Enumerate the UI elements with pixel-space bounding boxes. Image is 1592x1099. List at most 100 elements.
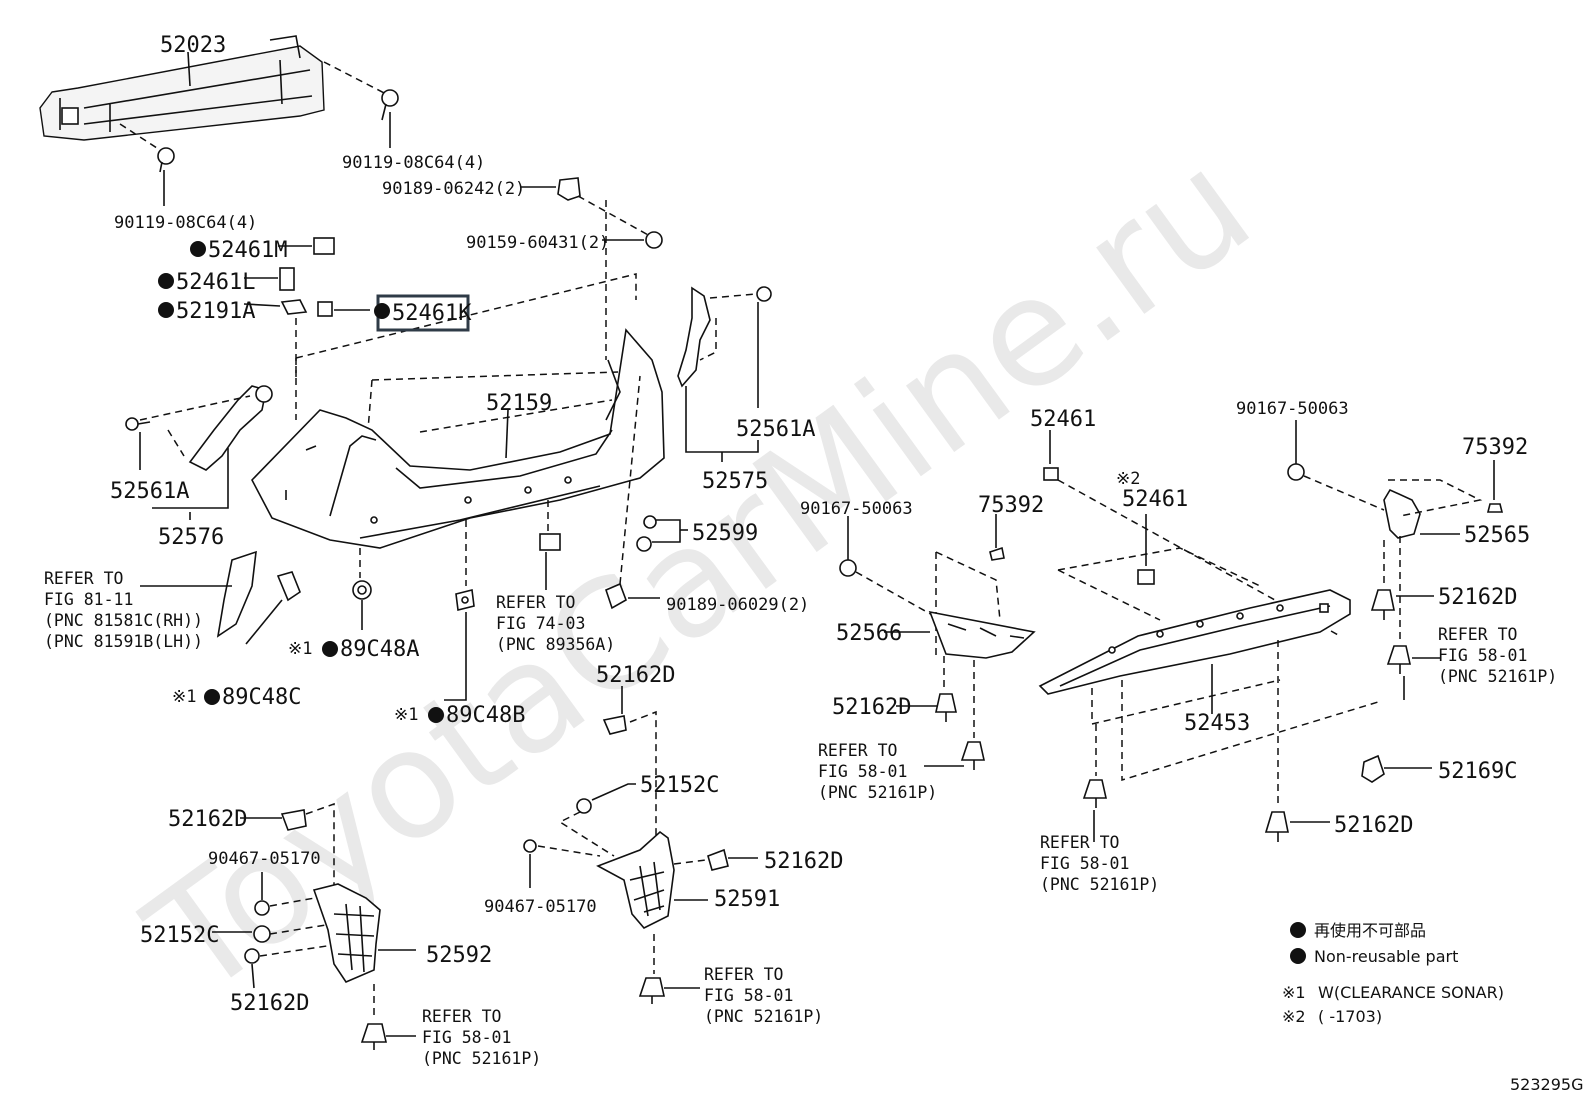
legend-dot-en	[1290, 948, 1306, 964]
part-52566-moulding	[928, 610, 1036, 659]
clip-52161P-center	[638, 977, 665, 1004]
ref-58-01-c-line3: (PNC 52161P)	[704, 1007, 823, 1026]
label-89C48C: 89C48C	[222, 685, 301, 710]
ref-fig-58-01-center: REFER TO FIG 58-01 (PNC 52161P)	[704, 965, 823, 1026]
label-52152C-center: 52152C	[640, 773, 719, 798]
label-52162D-center: 52162D	[596, 663, 675, 688]
label-75392-middle: 75392	[978, 493, 1044, 518]
screw-90467-center	[523, 839, 537, 853]
note-marks: ※1 ※1 ※1 ※2	[172, 469, 1140, 725]
legend-non-reusable: Non-reusable part	[1314, 947, 1458, 966]
ref-58-01-r-line2: FIG 58-01	[1438, 646, 1527, 665]
mark-x1-89C48B: ※1	[394, 705, 418, 725]
ref-81-11-line2: FIG 81-11	[44, 590, 133, 609]
label-52565: 52565	[1464, 523, 1530, 548]
label-90167-right: 90167-50063	[1236, 399, 1349, 419]
mark-x2-52461: ※2	[1116, 469, 1140, 489]
clip-52561A-left	[125, 417, 151, 431]
bolt-90119-lower	[157, 147, 175, 173]
ref-74-03-line2: FIG 74-03	[496, 614, 585, 633]
bolt-90167-middle	[839, 559, 857, 577]
ref-58-01-c-line1: REFER TO	[704, 965, 783, 984]
label-52162D-right1: 52162D	[1438, 585, 1517, 610]
ref-58-01-b-line3: (PNC 52161P)	[1040, 875, 1159, 894]
label-52162D-right2: 52162D	[1334, 813, 1413, 838]
part-52591-mudguard	[596, 830, 675, 929]
label-52461M: 52461M	[208, 238, 287, 263]
label-90167-middle: 90167-50063	[800, 499, 913, 519]
label-52591: 52591	[714, 887, 780, 912]
figure-code: 523295G	[1510, 1075, 1583, 1094]
ref-58-01-l-line2: FIG 58-01	[422, 1028, 511, 1047]
clip-52162D-center-top	[602, 715, 627, 735]
clip-90189-06029	[605, 582, 627, 610]
ref-58-01-m-line1: REFER TO	[818, 741, 897, 760]
pad-52461K	[317, 301, 333, 317]
label-90159: 90159-60431(2)	[466, 233, 609, 253]
label-75392-right: 75392	[1462, 435, 1528, 460]
ref-fig-81-11: REFER TO FIG 81-11 (PNC 81581C(RH)) (PNC…	[44, 569, 203, 651]
label-90467-center: 90467-05170	[484, 897, 597, 917]
clip-52599	[636, 515, 657, 552]
screw-90159	[645, 231, 663, 249]
label-52461L: 52461L	[176, 270, 255, 295]
ref-fig-58-01-bottom: REFER TO FIG 58-01 (PNC 52161P)	[1040, 833, 1159, 894]
legend-note1-text: W(CLEARANCE SONAR)	[1318, 983, 1504, 1002]
label-52561A-left: 52561A	[110, 479, 189, 504]
sensor-89C48C	[276, 571, 301, 602]
screw-90467-left	[254, 900, 270, 916]
label-52159: 52159	[486, 391, 552, 416]
clip-52162D-center-right	[707, 848, 729, 871]
pad-52461L	[279, 267, 295, 291]
label-52566: 52566	[836, 621, 902, 646]
pad-52191A	[280, 299, 308, 315]
bolt-90119-upper	[381, 89, 399, 121]
mark-x1-89C48A: ※1	[288, 639, 312, 659]
label-52191A: 52191A	[176, 299, 255, 324]
ref-58-01-m-line2: FIG 58-01	[818, 762, 907, 781]
label-90189-06242: 90189-06242(2)	[382, 179, 525, 199]
label-52461-a: 52461	[1030, 407, 1096, 432]
clip-52162D-left-bottom	[244, 948, 260, 964]
clip-52161P-left	[360, 1023, 387, 1050]
label-52162D-middle: 52162D	[832, 695, 911, 720]
clip-75392-middle	[989, 546, 1005, 561]
label-52576: 52576	[158, 525, 224, 550]
clip-90189-06242	[557, 177, 581, 201]
ref-58-01-l-line3: (PNC 52161P)	[422, 1049, 541, 1068]
label-52599: 52599	[692, 521, 758, 546]
label-52152C-left: 52152C	[140, 923, 219, 948]
pad-52461-a	[1043, 467, 1059, 481]
label-90119-upper: 90119-08C64(4)	[342, 153, 485, 173]
cap-52169C	[1361, 754, 1385, 783]
legend: 再使用不可部品 Non-reusable part ※1 W(CLEARANCE…	[1282, 921, 1504, 1026]
ref-fig-58-01-right: REFER TO FIG 58-01 (PNC 52161P)	[1438, 625, 1557, 686]
ref-74-03-line1: REFER TO	[496, 593, 575, 612]
part-52453-moulding	[1038, 589, 1351, 695]
sensor-89356A	[539, 533, 561, 551]
label-89C48A: 89C48A	[340, 637, 419, 662]
part-52575-bracket	[677, 286, 711, 388]
part-52565-bracket	[1383, 488, 1421, 539]
bolt-90167-right	[1287, 463, 1305, 481]
clip-52162D-middle	[935, 693, 957, 722]
part-52592-mudguard	[312, 883, 381, 983]
ref-81-11-line4: (PNC 81591B(LH))	[44, 632, 203, 651]
ref-58-01-r-line1: REFER TO	[1438, 625, 1517, 644]
clip-52161P-middle	[960, 741, 985, 770]
mark-x1-89C48C: ※1	[172, 687, 196, 707]
label-90189-06029: 90189-06029(2)	[666, 595, 809, 615]
label-52169C: 52169C	[1438, 759, 1517, 784]
sensor-89C48B	[455, 589, 475, 611]
pad-52461M	[313, 237, 335, 255]
label-52592: 52592	[426, 943, 492, 968]
pad-52461-b	[1137, 569, 1155, 585]
clip-52162D-right	[1370, 589, 1395, 620]
label-52461K: 52461K	[392, 301, 472, 326]
ref-fig-58-01-left: REFER TO FIG 58-01 (PNC 52161P)	[422, 1007, 541, 1068]
label-52023: 52023	[160, 33, 226, 58]
label-89C48B: 89C48B	[446, 703, 525, 728]
legend-note2-mark: ※2	[1282, 1007, 1306, 1026]
